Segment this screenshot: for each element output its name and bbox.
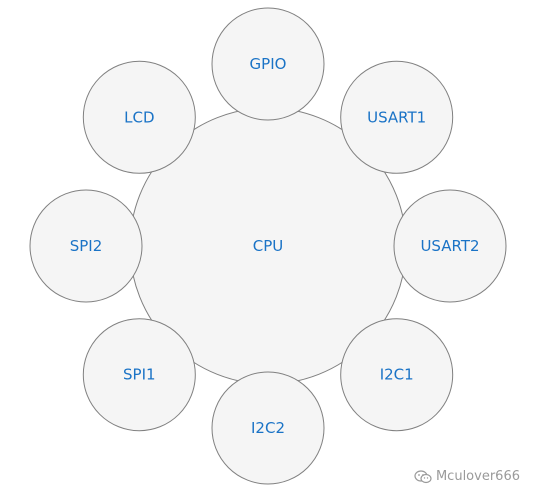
peripheral-node-spi1: SPI1 [82, 318, 196, 432]
peripheral-label-i2c2: I2C2 [251, 419, 285, 437]
peripheral-label-usart1: USART1 [367, 108, 426, 126]
watermark: Mculover666 [414, 469, 520, 484]
peripheral-label-lcd: LCD [124, 108, 154, 126]
peripheral-label-usart2: USART2 [420, 237, 479, 255]
peripheral-node-i2c1: I2C1 [340, 318, 454, 432]
watermark-text: Mculover666 [435, 469, 520, 484]
peripheral-circle-i2c2 [211, 371, 325, 485]
peripheral-node-usart2: USART2 [393, 189, 507, 303]
peripheral-circle-spi2 [29, 189, 143, 303]
peripheral-label-gpio: GPIO [250, 55, 287, 73]
peripheral-circle-usart2 [393, 189, 507, 303]
peripheral-label-i2c1: I2C1 [380, 366, 414, 384]
peripheral-node-gpio: GPIO [211, 7, 325, 121]
peripheral-circle-usart1 [340, 60, 454, 174]
cpu-label: CPU [253, 237, 284, 255]
peripheral-label-spi2: SPI2 [70, 237, 103, 255]
wechat-icon [414, 469, 432, 483]
peripheral-label-spi1: SPI1 [123, 366, 156, 384]
peripheral-node-lcd: LCD [82, 60, 196, 174]
peripheral-circle-gpio [211, 7, 325, 121]
peripheral-circle-lcd [82, 60, 196, 174]
peripheral-node-usart1: USART1 [340, 60, 454, 174]
peripheral-circle-i2c1 [340, 318, 454, 432]
peripheral-circle-spi1 [82, 318, 196, 432]
peripheral-node-i2c2: I2C2 [211, 371, 325, 485]
peripheral-node-spi2: SPI2 [29, 189, 143, 303]
